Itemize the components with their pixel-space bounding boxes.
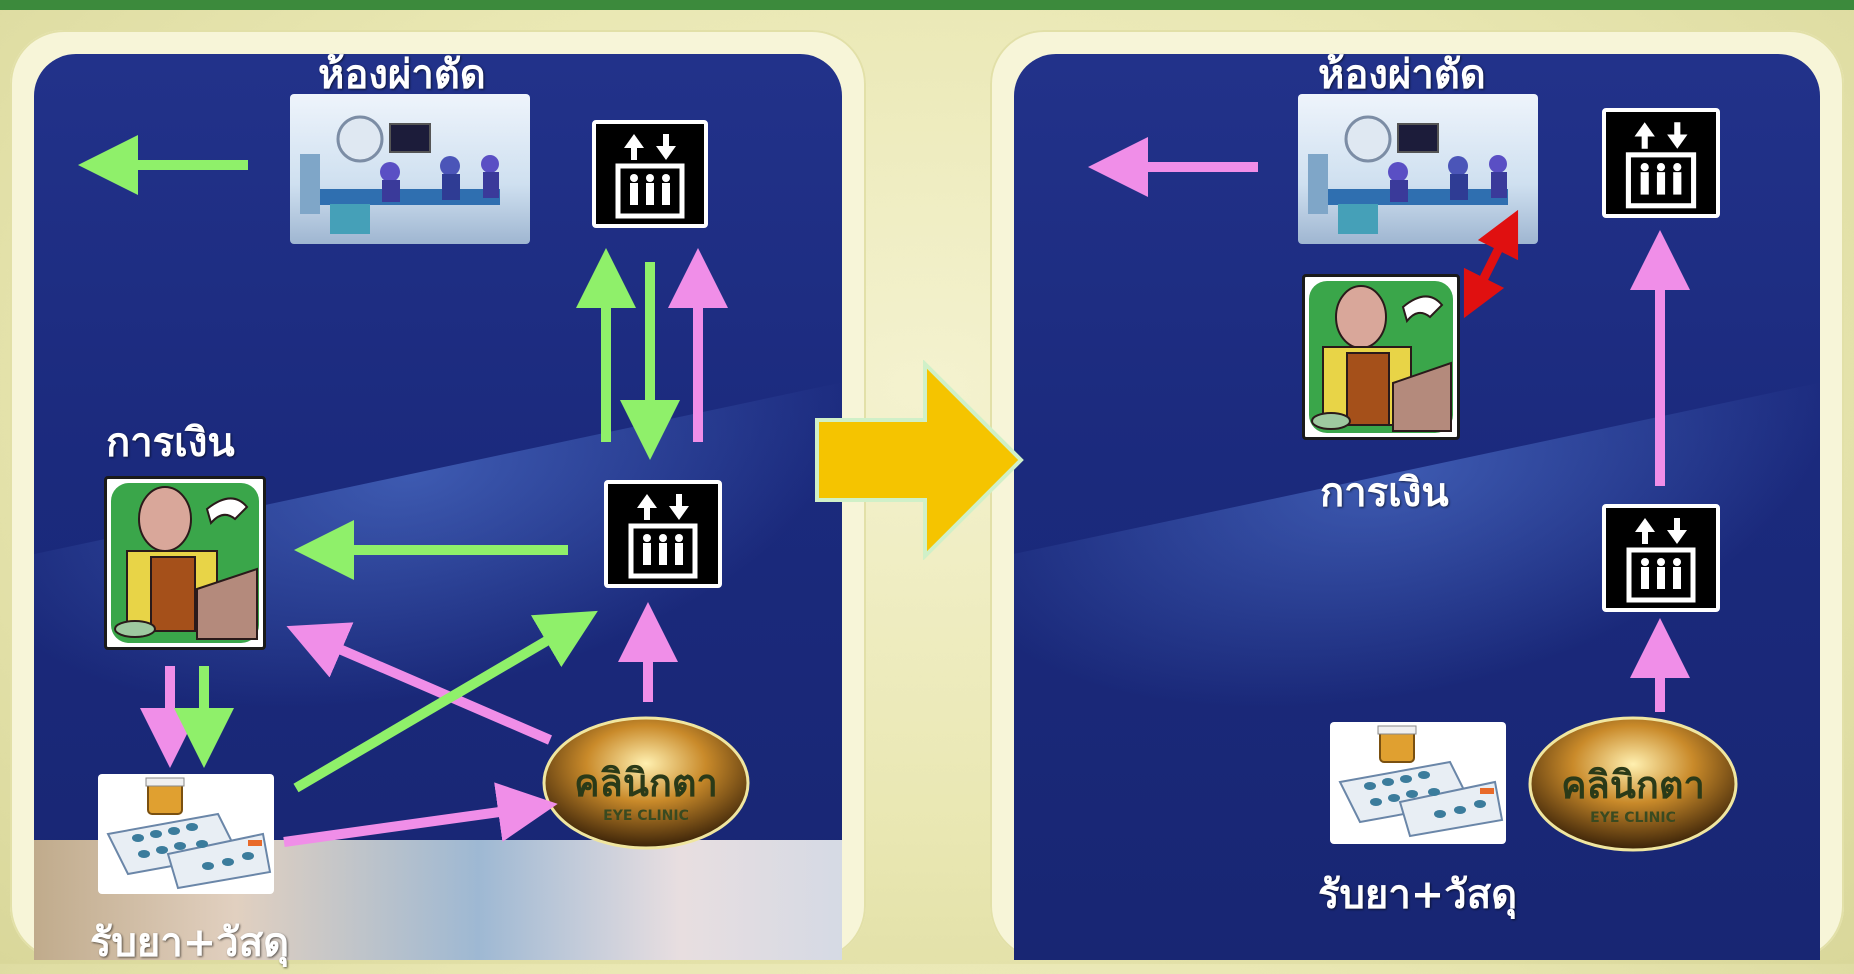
operating-room-drawing [300, 115, 500, 234]
top-bar [0, 0, 1854, 10]
pharmacy-label: รับยา+วัสดุ [90, 919, 290, 966]
clinic-sign-subtext: EYE CLINIC [603, 808, 689, 824]
elevator-glyph [615, 134, 685, 219]
cashier-drawing-after [1309, 281, 1453, 433]
clinic-sign-text-after: คลินิกตา [1561, 763, 1705, 807]
green-arrow [293, 610, 598, 793]
clinic-sign-text: คลินิกตา [574, 761, 718, 805]
clinic-sign-subtext-after: EYE CLINIC [1590, 810, 1676, 826]
elevator-glyph [1626, 518, 1696, 603]
eye-clinic-sign: คลินิกตา EYE CLINIC [542, 716, 750, 850]
operating-room-image [290, 94, 530, 244]
pink-arrow [283, 782, 558, 847]
transition-arrow [815, 360, 1024, 560]
cashier-image [104, 476, 266, 650]
medicine-drawing [106, 777, 272, 890]
pink-arrow [286, 622, 552, 745]
eye-clinic-sign-drawing-after: คลินิกตา EYE CLINIC [1528, 716, 1738, 852]
pharmacy-label-after: รับยา+วัสดุ [1318, 871, 1518, 918]
eye-clinic-sign-after: คลินิกตา EYE CLINIC [1528, 716, 1738, 852]
elevator-glyph [628, 494, 698, 579]
elevator-icon [592, 120, 708, 228]
cashier-drawing [111, 483, 259, 643]
operating-room-label: ห้องผ่าตัด [318, 51, 486, 98]
medicine-image [98, 774, 274, 894]
operating-room-label-after: ห้องผ่าตัด [1318, 51, 1486, 98]
cashier-image-after [1302, 274, 1460, 440]
medicine-image-after [1330, 722, 1506, 844]
red-double-arrow [1463, 209, 1519, 319]
medicine-drawing-after [1338, 725, 1504, 838]
finance-label: การเงิน [106, 419, 235, 466]
elevator-icon [1602, 108, 1720, 218]
elevator-icon [1602, 504, 1720, 612]
operating-room-drawing-after [1308, 115, 1508, 234]
eye-clinic-sign-drawing: คลินิกตา EYE CLINIC [542, 716, 750, 850]
elevator-glyph [1625, 122, 1697, 209]
finance-label-after: การเงิน [1320, 469, 1449, 516]
elevator-icon [604, 480, 722, 588]
